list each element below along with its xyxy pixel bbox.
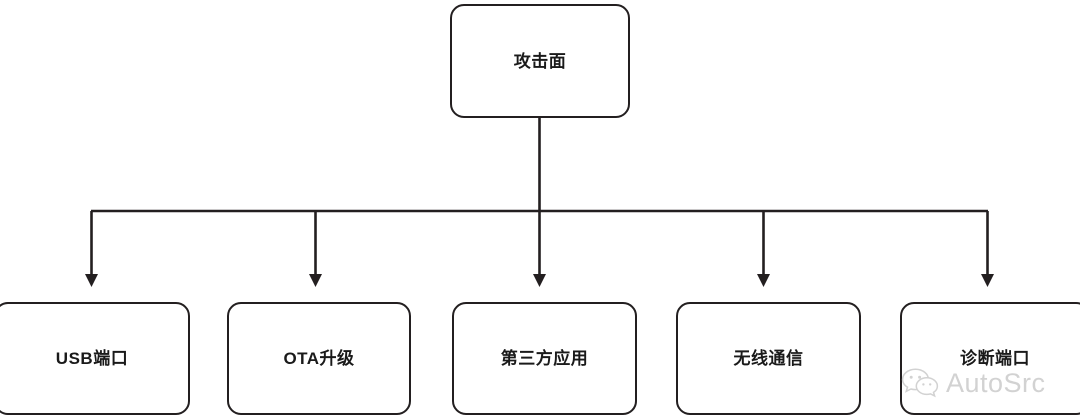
node-third-party-app-label: 第三方应用 [500,349,589,368]
node-third-party-app[interactable]: 第三方应用 [452,302,637,415]
node-usb-port-label: USB端口 [55,349,129,368]
arrowhead-0 [85,274,98,287]
node-root-attack-surface[interactable]: 攻击面 [450,4,630,118]
node-diagnostic-port[interactable]: 诊断端口 [900,302,1080,415]
arrowhead-1 [309,274,322,287]
arrowhead-2 [533,274,546,287]
arrowhead-3 [757,274,770,287]
node-ota-upgrade[interactable]: OTA升级 [227,302,411,415]
node-wireless-communication-label: 无线通信 [733,349,804,368]
node-usb-port[interactable]: USB端口 [0,302,190,415]
node-ota-upgrade-label: OTA升级 [283,349,355,368]
node-wireless-communication[interactable]: 无线通信 [676,302,861,415]
arrowhead-4 [981,274,994,287]
node-diagnostic-port-label: 诊断端口 [960,349,1030,368]
node-root-label: 攻击面 [513,51,567,71]
